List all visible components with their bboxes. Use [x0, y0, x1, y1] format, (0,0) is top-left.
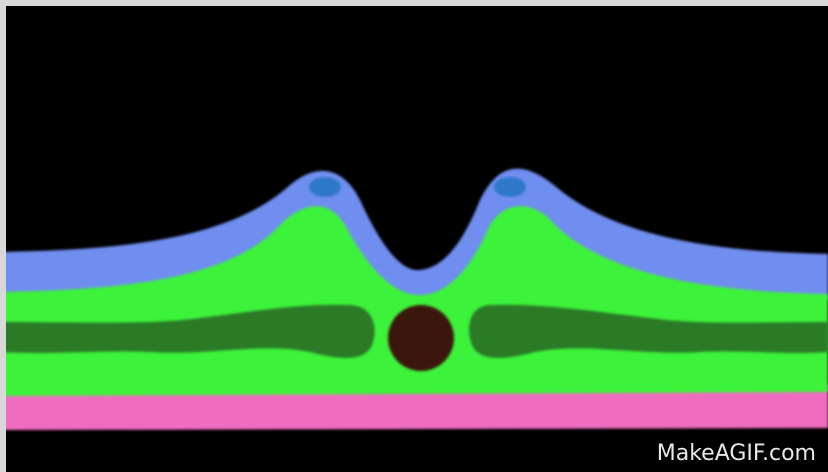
blue-layer: [0, 169, 828, 300]
brown-circle: [388, 305, 454, 371]
blue-spot-left: [309, 177, 341, 197]
blue-spot-right: [494, 177, 526, 197]
watermark-text: MakeAGIF.com: [657, 441, 816, 466]
